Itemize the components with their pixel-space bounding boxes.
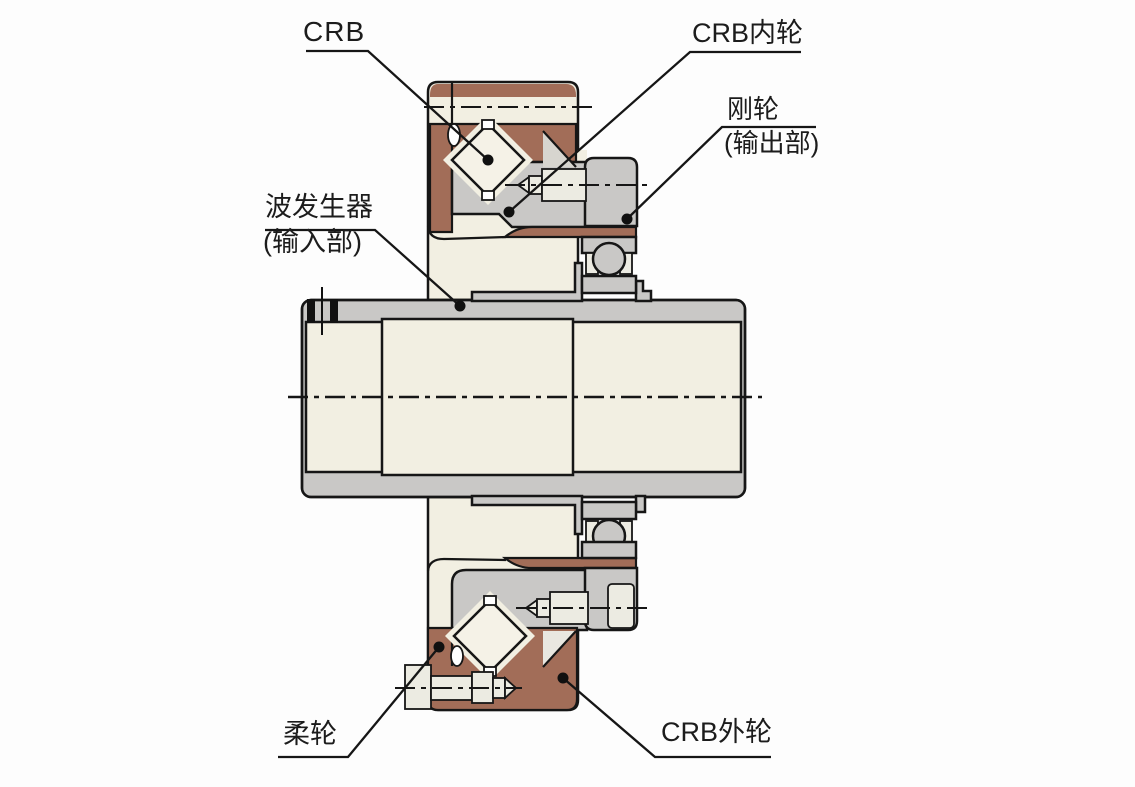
flexspline-strip-top <box>501 225 638 239</box>
seal-top <box>447 123 461 147</box>
label-wave-generator-line1: 波发生器 <box>265 192 373 222</box>
label-wave-generator-line2: (输入部) <box>263 226 362 257</box>
label-rigid-wheel-line2: (输出部) <box>724 127 820 158</box>
crb-outer-ring-cap-top <box>430 84 576 97</box>
leader-rigid-wheel <box>626 125 816 220</box>
ball-bearing-bottom <box>580 500 638 560</box>
crb-roller-bottom <box>445 591 535 681</box>
snap-ring-groove-left <box>307 299 315 323</box>
cup-corner-top <box>426 225 507 241</box>
label-crb-outer-ring: CRB外轮 <box>661 717 773 747</box>
shaft-step-bottom-right <box>634 494 647 514</box>
leader-lines <box>265 49 816 759</box>
shaft-step-top-right <box>634 279 653 303</box>
seal-bottom <box>450 645 464 667</box>
snap-ring-groove-right <box>330 299 338 323</box>
label-rigid-wheel-line1: 刚轮 <box>727 94 780 124</box>
bottom-assembly-details <box>395 500 650 712</box>
shaft-step-top <box>470 261 584 303</box>
leader-crb-outer <box>562 677 771 759</box>
wave-generator-shaft <box>300 261 747 536</box>
top-assembly-details <box>424 82 650 295</box>
leader-wave-generator <box>265 228 461 307</box>
leader-crb-inner <box>508 50 801 213</box>
bearing-ball-top <box>591 241 627 277</box>
nut-recess-bottom <box>607 583 635 629</box>
rigid-wheel-block-top <box>583 156 639 228</box>
label-flex-wheel: 柔轮 <box>283 719 337 749</box>
cup-corner-bottom <box>426 557 507 572</box>
ball-bearing-top <box>580 235 638 295</box>
shaft-step-bottom <box>470 494 584 536</box>
label-wave-generator: 波发生器 (输入部) <box>263 192 373 259</box>
leader-flex-wheel <box>278 646 440 759</box>
label-rigid-wheel: 刚轮 (输出部) <box>724 94 820 158</box>
label-crb-inner-ring: CRB内轮 <box>692 18 804 48</box>
label-crb: CRB <box>303 16 366 47</box>
leader-crb <box>306 49 489 161</box>
flexspline-strip-bottom <box>501 556 638 570</box>
